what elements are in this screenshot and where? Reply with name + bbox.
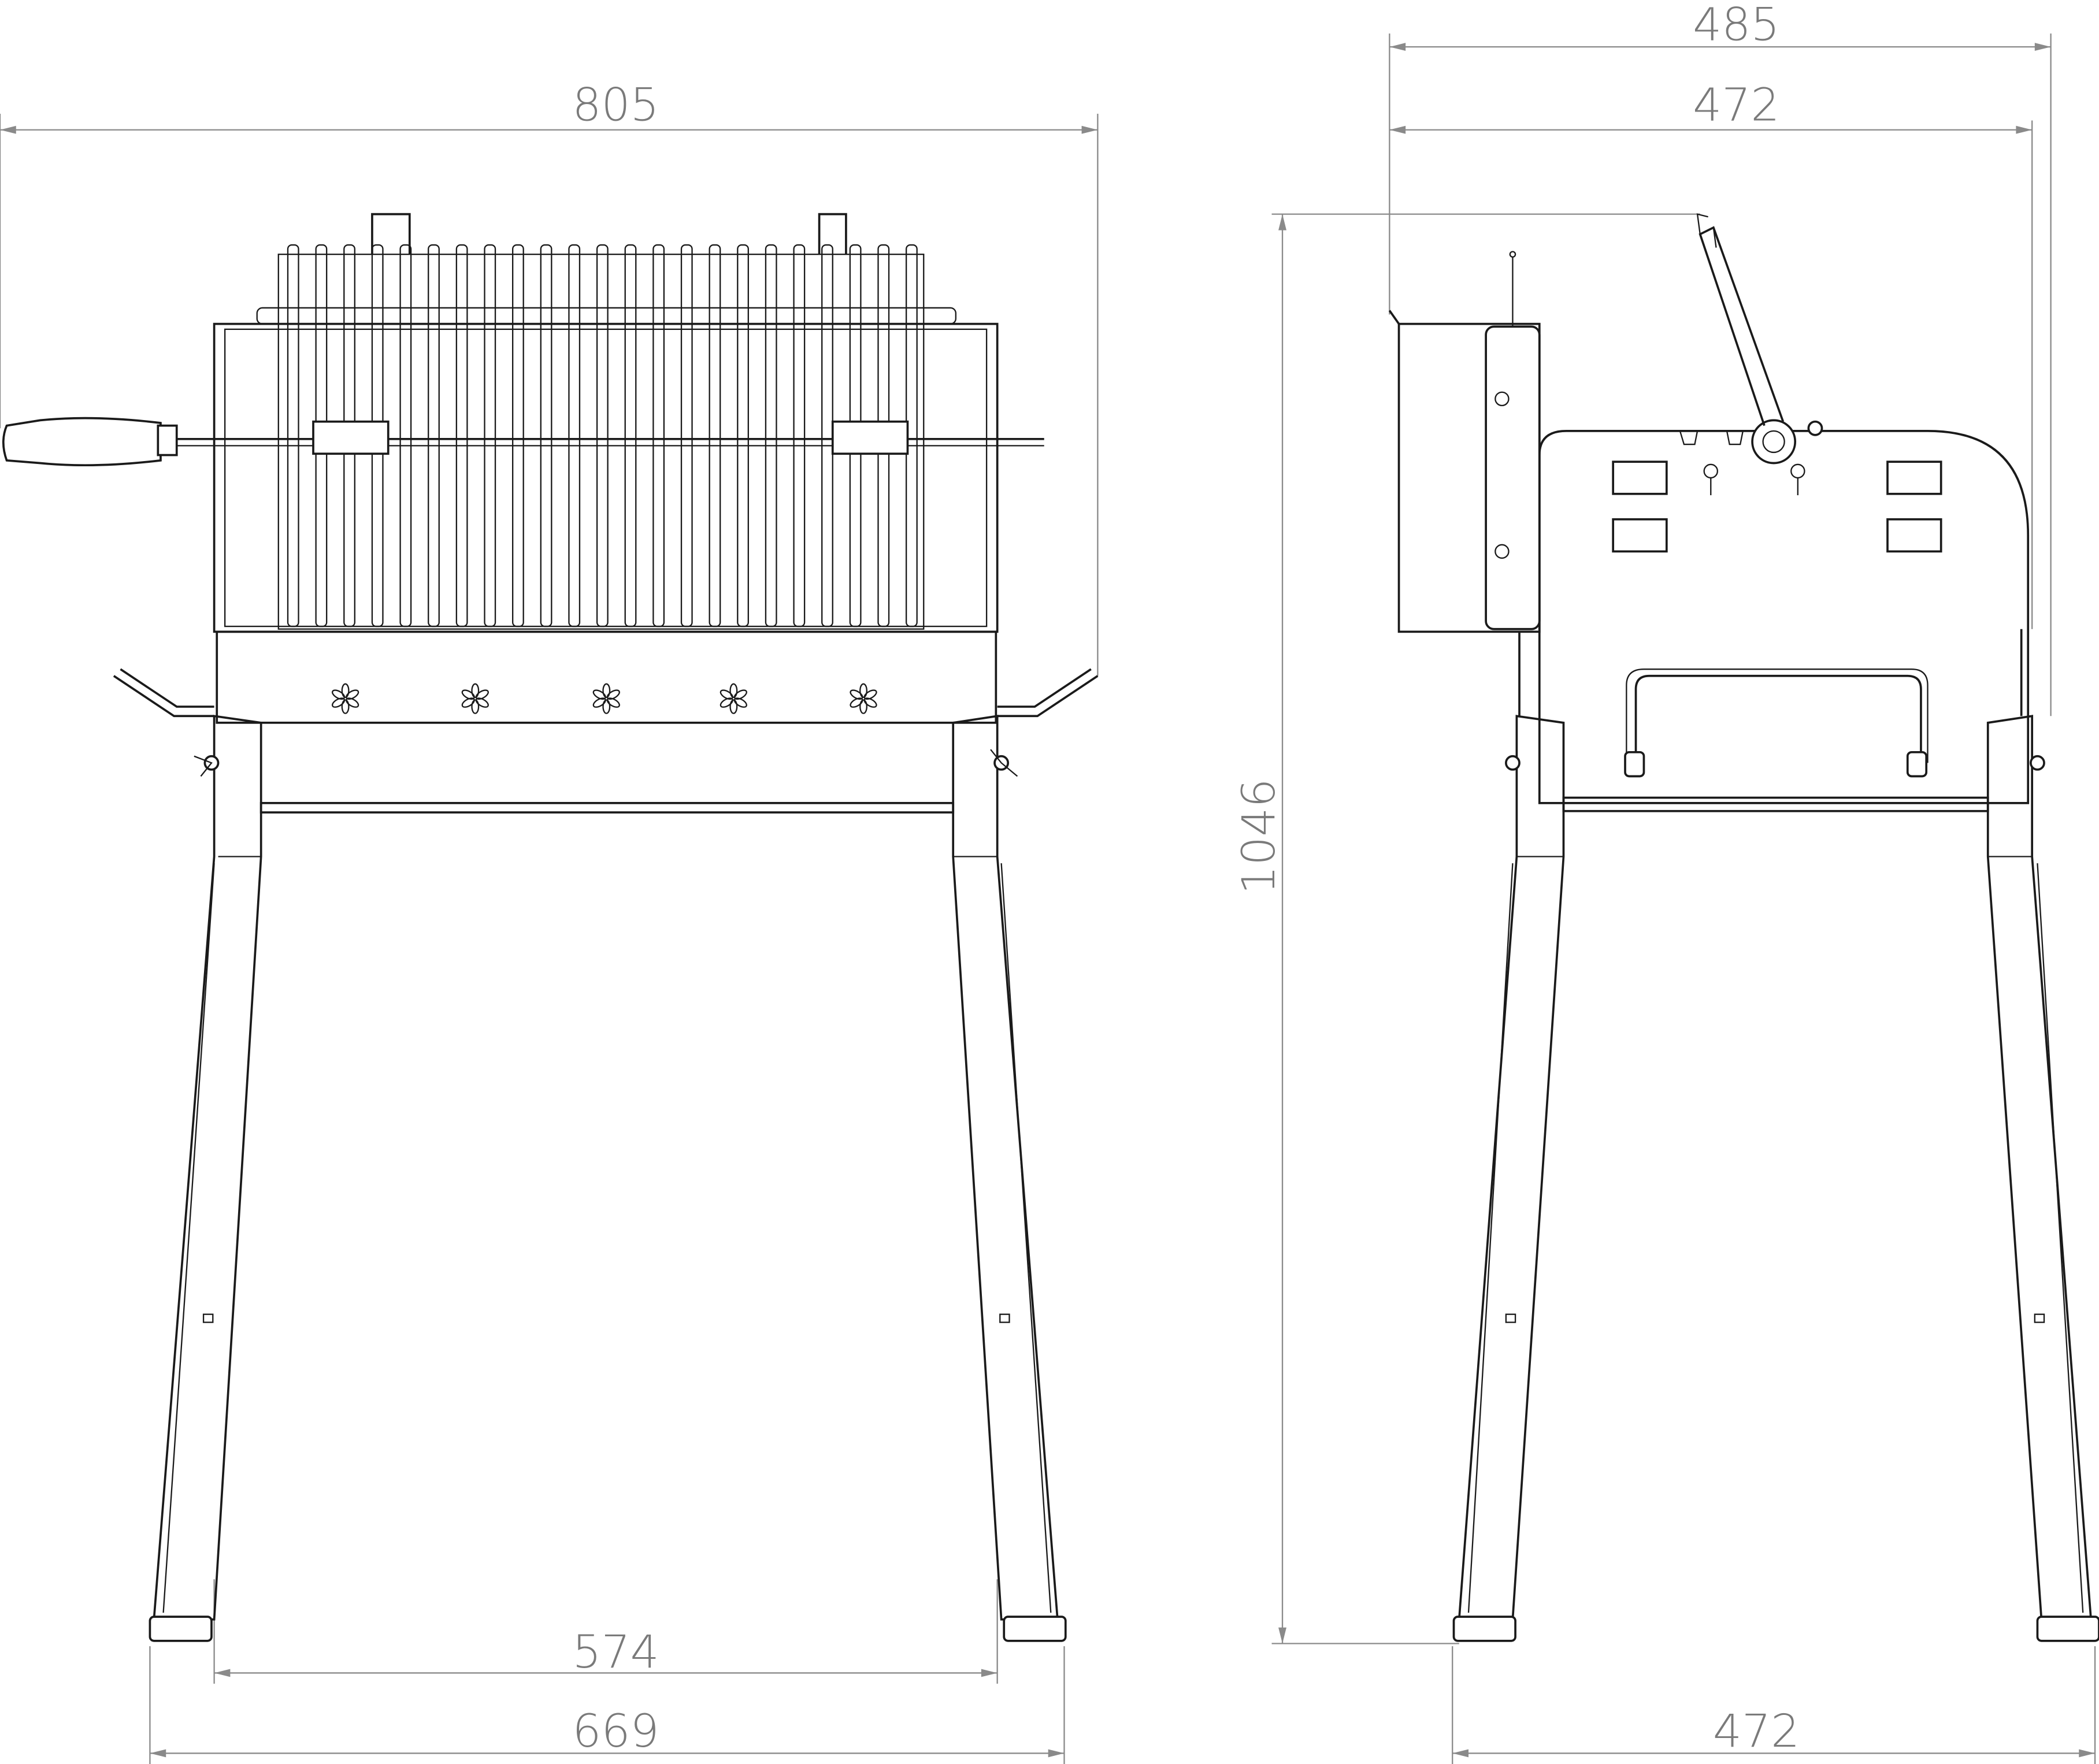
cage-handle-right	[818, 213, 847, 255]
side-left-leg	[1458, 715, 1565, 1621]
cage-bar	[287, 244, 299, 627]
star-vent-icon	[331, 683, 359, 714]
front-right-foot	[1003, 1616, 1067, 1642]
keyhole-icon	[1790, 463, 1805, 479]
vent-slot	[1886, 518, 1942, 553]
dimension-label: 805	[572, 79, 659, 132]
left-side-handle	[113, 668, 214, 718]
dimension-472-top: 472	[1389, 79, 2033, 629]
star-vent-icon	[850, 683, 877, 714]
crank-handle[interactable]	[2, 417, 162, 467]
cage-bar	[568, 244, 581, 627]
dimension-485: 485	[1389, 0, 2052, 716]
front-view	[2, 213, 1099, 1642]
side-crossbar	[1562, 796, 1989, 812]
cage-bar	[765, 244, 777, 627]
dimension-669: 669	[149, 1646, 1065, 1764]
cage-bar	[455, 244, 468, 627]
dimension-label: 472	[1693, 79, 1779, 132]
cage-bar	[596, 244, 609, 627]
front-left-foot	[149, 1616, 213, 1642]
cage-bar	[793, 244, 806, 627]
dimension-label: 472	[1713, 1704, 1800, 1758]
cage-handle-left	[371, 213, 411, 255]
cage-bar	[428, 244, 440, 627]
cage-bar	[624, 244, 637, 627]
right-side-handle	[997, 668, 1099, 718]
cage-bar	[540, 244, 552, 627]
dimension-805: 805	[0, 79, 1099, 676]
side-panel	[1538, 430, 2030, 804]
dimension-472-bottom: 472	[1452, 1646, 2096, 1764]
cage-bar	[821, 244, 833, 627]
dimension-label: 669	[572, 1704, 659, 1758]
cage-bar	[511, 244, 524, 627]
cage-bar	[484, 244, 496, 627]
dimension-1046: 1046	[1232, 213, 1700, 1644]
wing-nut-icon[interactable]	[1505, 755, 1521, 771]
wing-nut-icon[interactable]	[2030, 755, 2045, 771]
spit-bearing	[1751, 419, 1797, 465]
vent-stars	[331, 683, 877, 714]
front-left-leg	[153, 715, 262, 1621]
crank-collar	[157, 424, 178, 456]
lid-lever[interactable]	[1699, 226, 1785, 426]
keyhole-icon	[1703, 463, 1719, 479]
firebox-panel	[216, 630, 997, 724]
front-crossbar	[259, 801, 955, 814]
cage-bar	[652, 244, 665, 627]
star-vent-icon	[592, 683, 620, 714]
cage-bar	[737, 244, 749, 627]
cage-bar	[680, 244, 693, 627]
spit-fork-left	[312, 420, 390, 455]
thumb-screw-icon[interactable]	[1807, 420, 1823, 436]
side-end-plate	[1485, 325, 1541, 630]
dimension-label: 485	[1693, 0, 1779, 51]
vent-slot	[1886, 461, 1942, 495]
side-carry-handle[interactable]	[1634, 674, 1922, 763]
dimension-label: 574	[572, 1625, 659, 1678]
grill-box	[213, 322, 999, 633]
cage-bar	[399, 244, 412, 627]
star-vent-icon	[461, 683, 489, 714]
vent-slot	[1612, 461, 1668, 495]
side-view	[1388, 213, 2099, 1642]
dimension-label: 1046	[1232, 779, 1285, 894]
side-left-foot	[1452, 1616, 1516, 1642]
star-vent-icon	[720, 683, 747, 714]
cage-bar	[709, 244, 721, 627]
spit-fork-right	[831, 420, 909, 455]
side-right-foot	[2036, 1616, 2099, 1642]
dimension-574: 574	[213, 1579, 998, 1684]
vent-slot	[1612, 518, 1668, 553]
